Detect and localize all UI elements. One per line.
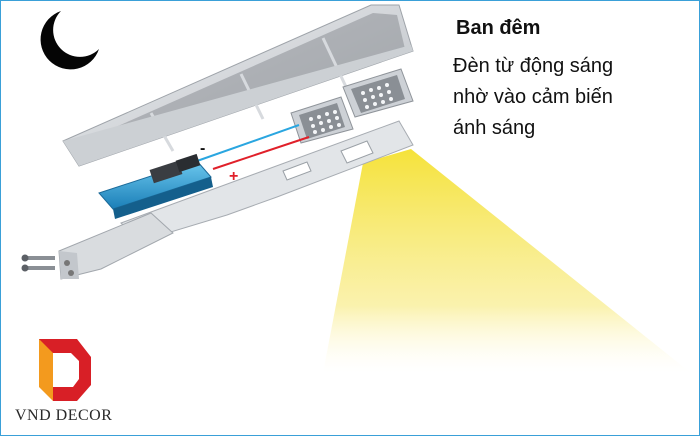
description-line-3: ánh sáng — [453, 113, 693, 144]
mounting-bolts — [22, 255, 56, 272]
brand-name: VND DECOR — [15, 407, 112, 425]
negative-wire — [197, 125, 299, 161]
description-line-2: nhờ vào cảm biến — [453, 82, 693, 113]
mounting-bracket — [59, 213, 173, 279]
plus-sign: + — [229, 168, 238, 185]
info-description: Đèn từ động sáng nhờ vào cảm biến ánh sá… — [453, 51, 693, 144]
minus-sign: - — [200, 140, 205, 157]
light-beam — [323, 149, 691, 373]
moon-icon — [41, 11, 99, 69]
brand-logo-icon — [39, 339, 91, 401]
description-line-1: Đèn từ động sáng — [453, 51, 693, 82]
info-title: Ban đêm — [456, 17, 540, 40]
led-module-back — [343, 69, 413, 117]
led-module-front — [291, 97, 353, 143]
